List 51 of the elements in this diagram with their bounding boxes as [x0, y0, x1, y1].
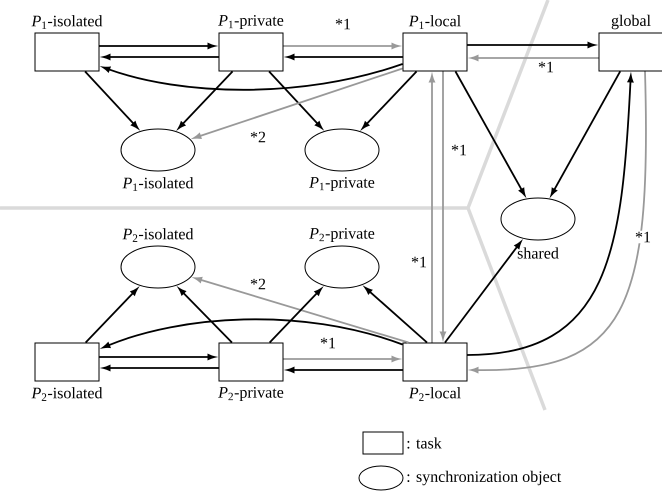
arrow — [85, 288, 138, 344]
arrow — [440, 72, 446, 340]
task-label: P$_{2}$-private — [218, 387, 284, 401]
edge-label: *2 — [249, 278, 267, 290]
task-label: global — [612, 14, 651, 30]
arrow — [467, 74, 634, 356]
sync-object-label: P$_{2}$-private — [309, 228, 374, 242]
edge-label: *1 — [410, 256, 428, 268]
arrow — [102, 318, 403, 348]
arrow — [468, 42, 596, 48]
sync-object-label: P$_{1}$-isolated — [122, 177, 194, 191]
legend-label: : task — [407, 437, 442, 449]
edge-label: *1 — [634, 230, 652, 244]
sync-object-label: shared — [518, 247, 559, 259]
edge-label: *1 — [537, 60, 555, 74]
arrow — [102, 54, 218, 60]
task-label: P$_{1}$-private — [218, 15, 284, 29]
arrow — [362, 70, 418, 129]
task-label: P$_{2}$-local — [408, 387, 461, 401]
arrow — [178, 288, 233, 344]
edge-label: *1 — [334, 18, 352, 30]
arrow — [100, 354, 216, 360]
task-label: P$_{1}$-isolated — [31, 15, 102, 29]
arrow — [284, 356, 400, 362]
sync-object-label: P$_{2}$-isolated — [122, 228, 194, 242]
sync-object-label: P$_{1}$-private — [309, 177, 374, 191]
arrow — [470, 55, 598, 61]
arrow — [268, 70, 322, 129]
arrow — [84, 70, 138, 129]
edge-label: *1 — [450, 144, 468, 156]
arrow — [194, 277, 409, 344]
arrow — [178, 70, 234, 129]
arrow — [550, 71, 621, 196]
arrow — [102, 365, 218, 371]
arrow — [444, 241, 522, 344]
arrow — [269, 288, 322, 344]
arrow — [194, 68, 403, 139]
edge-label: *1 — [319, 336, 337, 350]
task-label: P$_{1}$-local — [408, 15, 461, 29]
arrow — [102, 63, 403, 91]
task-label: P$_{2}$-isolated — [31, 387, 102, 401]
arrow — [286, 367, 402, 373]
arrow — [429, 74, 435, 342]
arrow — [364, 287, 428, 344]
edge-label: *2 — [249, 130, 267, 144]
arrow — [284, 43, 400, 49]
arrow — [470, 71, 647, 374]
arrow — [100, 43, 216, 49]
arrow — [454, 71, 526, 196]
arrow — [286, 54, 402, 60]
legend-label: : synchronization object — [407, 470, 562, 486]
